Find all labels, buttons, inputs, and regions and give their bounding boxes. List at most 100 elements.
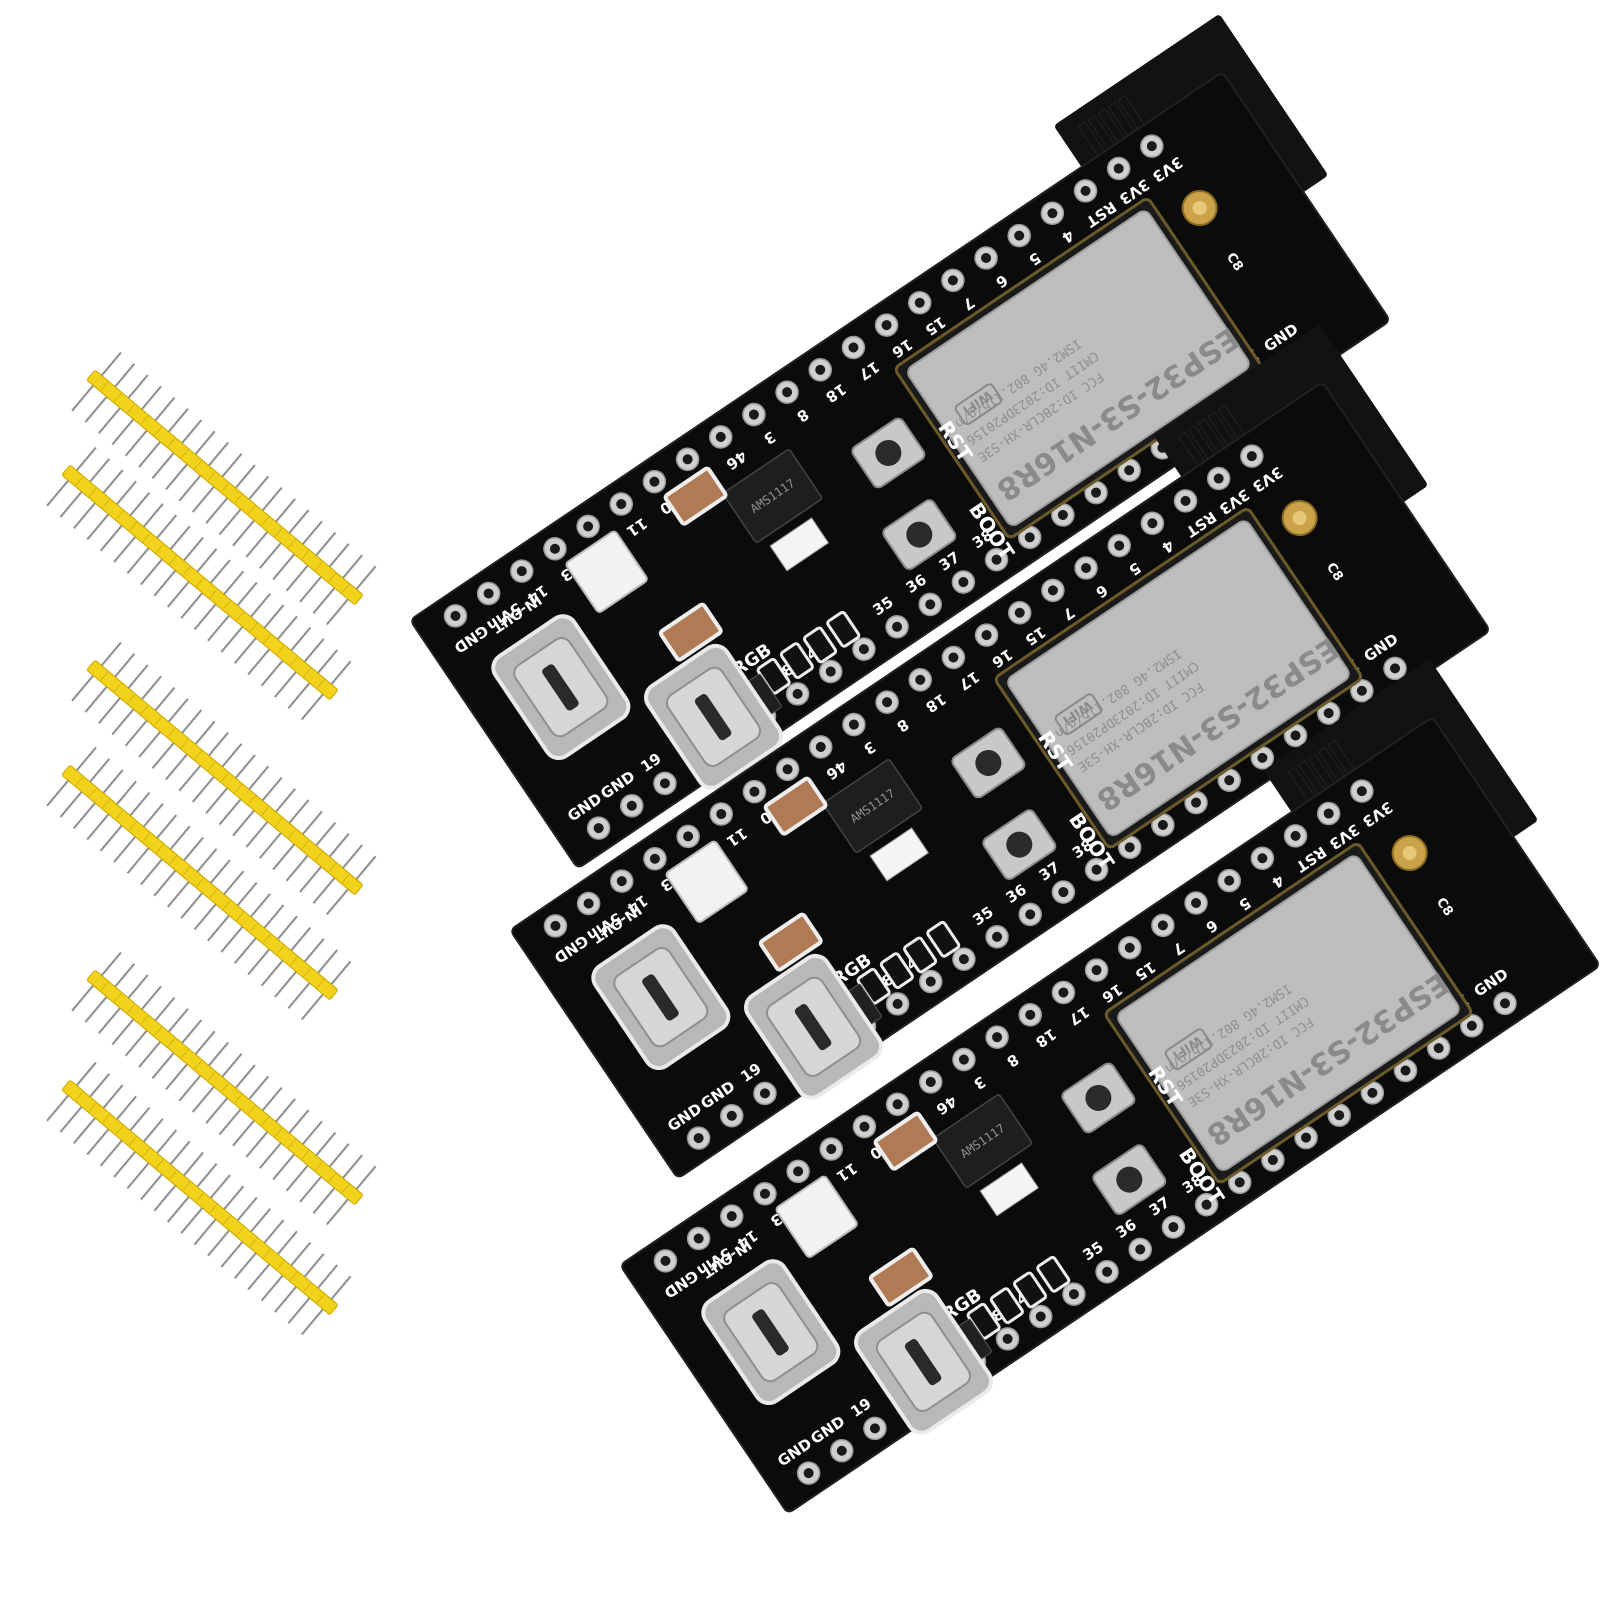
header-hole-center xyxy=(1114,540,1125,551)
header-hole-center xyxy=(1014,230,1025,241)
header-hole-center xyxy=(1047,585,1058,596)
pin-strip-notch xyxy=(222,1215,231,1225)
pin-strip-notch xyxy=(127,1004,135,1014)
pin-strip-notch xyxy=(100,671,109,681)
smd-resistor xyxy=(903,936,938,974)
header-hole-center xyxy=(516,566,527,577)
header-hole-center xyxy=(726,1110,737,1121)
header-hole-center xyxy=(1124,842,1135,853)
module-shield xyxy=(907,210,1250,526)
wifi-badge-frame xyxy=(954,383,1003,426)
smd-resistor xyxy=(1013,1271,1048,1309)
ldo-regulator xyxy=(933,1094,1033,1188)
header-hole-center xyxy=(1024,532,1035,543)
pin-strip-notch xyxy=(209,1204,218,1214)
smd-resistor xyxy=(926,920,961,958)
header-hole-center xyxy=(1068,1289,1079,1300)
header-hole-center xyxy=(1367,1087,1378,1098)
pin-strip-notch xyxy=(75,1091,84,1101)
esp32-board: 3V33V3RST4567151617188346910111213145Vin… xyxy=(411,15,1389,868)
header-hole-center xyxy=(549,543,560,554)
pin-strip-notch xyxy=(276,645,285,655)
pin-strip-notch xyxy=(182,866,191,876)
header-hole-center xyxy=(958,954,969,965)
ldo-regulator xyxy=(723,449,823,543)
pin-strip-notch xyxy=(169,555,177,565)
rst-button-cap xyxy=(875,439,902,466)
pin-strip-notch xyxy=(261,1116,270,1126)
pin-strip-notch xyxy=(182,566,191,576)
header-hole-center xyxy=(715,431,726,442)
header-hole-center xyxy=(826,1144,837,1155)
header-hole-center xyxy=(925,599,936,610)
pin-strip-notch xyxy=(88,487,97,498)
header-hole-center xyxy=(992,931,1003,942)
header-hole-center xyxy=(1025,1009,1036,1020)
ldo-capacitor xyxy=(869,827,930,882)
header-hole-center xyxy=(1213,473,1224,484)
header-hole-center xyxy=(1466,1020,1477,1031)
tantalum-capacitor xyxy=(658,602,723,662)
pin-strip-notch xyxy=(180,449,189,459)
pin-strip-notch xyxy=(194,750,202,760)
header-hole-center xyxy=(1157,920,1168,931)
rst-button-cap xyxy=(1085,1084,1112,1111)
pin-strip-notch xyxy=(128,1136,137,1146)
header-hole-center xyxy=(1124,465,1135,476)
pin-strip-notch xyxy=(169,1170,177,1180)
header-hole-center xyxy=(948,652,959,663)
header-hole-center xyxy=(836,1445,847,1456)
pin-strip-notch xyxy=(153,1026,162,1036)
rgb-led xyxy=(775,1175,858,1258)
pin-strip-notch xyxy=(155,844,164,854)
pin-header-strip xyxy=(71,951,377,1226)
pin-strip-notch xyxy=(262,1249,271,1259)
header-hole-center xyxy=(793,1166,804,1177)
header-hole-center xyxy=(848,719,859,730)
pin-strip-notch xyxy=(303,967,312,977)
header-hole-center xyxy=(1201,1199,1212,1210)
smd-resistor xyxy=(779,642,814,679)
pin-strip-notch xyxy=(301,550,310,560)
header-hole-center xyxy=(1246,451,1257,462)
pin-strip-notch xyxy=(328,1172,337,1182)
pin-strip-notch xyxy=(249,622,258,632)
header-hole-center xyxy=(958,1054,969,1065)
pin-strip-notch xyxy=(247,795,256,805)
pin-strip-notch xyxy=(301,1150,310,1160)
header-hole-center xyxy=(981,252,992,263)
pin-strip-notch xyxy=(127,404,135,414)
header-hole-center xyxy=(1102,1266,1113,1277)
esp32-board: 3V33V3RST4567151617188346910111213145Vin… xyxy=(621,660,1599,1513)
header-hole-center xyxy=(550,920,561,931)
header-hole-center xyxy=(1390,663,1401,674)
header-hole-center xyxy=(858,644,869,655)
header-hole-center xyxy=(1014,607,1025,618)
pin-strip-notch xyxy=(303,667,312,677)
pin-strip-notch xyxy=(102,499,110,509)
header-hole-center xyxy=(869,1423,880,1434)
esp32-boards: 3V33V3RST4567151617188346910111213145Vin… xyxy=(411,15,1599,1513)
tantalum-capacitor xyxy=(763,776,828,836)
header-hole-center xyxy=(892,1099,903,1110)
pin-strip-notch xyxy=(140,1015,149,1025)
header-hole-center xyxy=(683,831,694,842)
header-hole-center xyxy=(914,297,925,308)
usb-c-tongue xyxy=(642,974,679,1021)
header-hole-center xyxy=(1334,1110,1345,1121)
header-hole-center xyxy=(649,853,660,864)
pin-strip-notch xyxy=(88,787,97,798)
pin-strip-notch xyxy=(115,1125,124,1135)
pin-strip-notch xyxy=(328,862,337,872)
pin-strip-notch xyxy=(220,772,229,783)
wifi-badge-frame xyxy=(1164,1028,1213,1071)
pin-strip-notch xyxy=(328,572,337,582)
header-hole-center xyxy=(1124,942,1135,953)
header-hole-center xyxy=(1433,1043,1444,1054)
header-hole-center xyxy=(1146,141,1157,152)
header-hole-center xyxy=(825,666,836,677)
header-hole-center xyxy=(1135,1244,1146,1255)
header-hole-center xyxy=(1180,495,1191,506)
header-hole-center xyxy=(1301,1132,1312,1143)
